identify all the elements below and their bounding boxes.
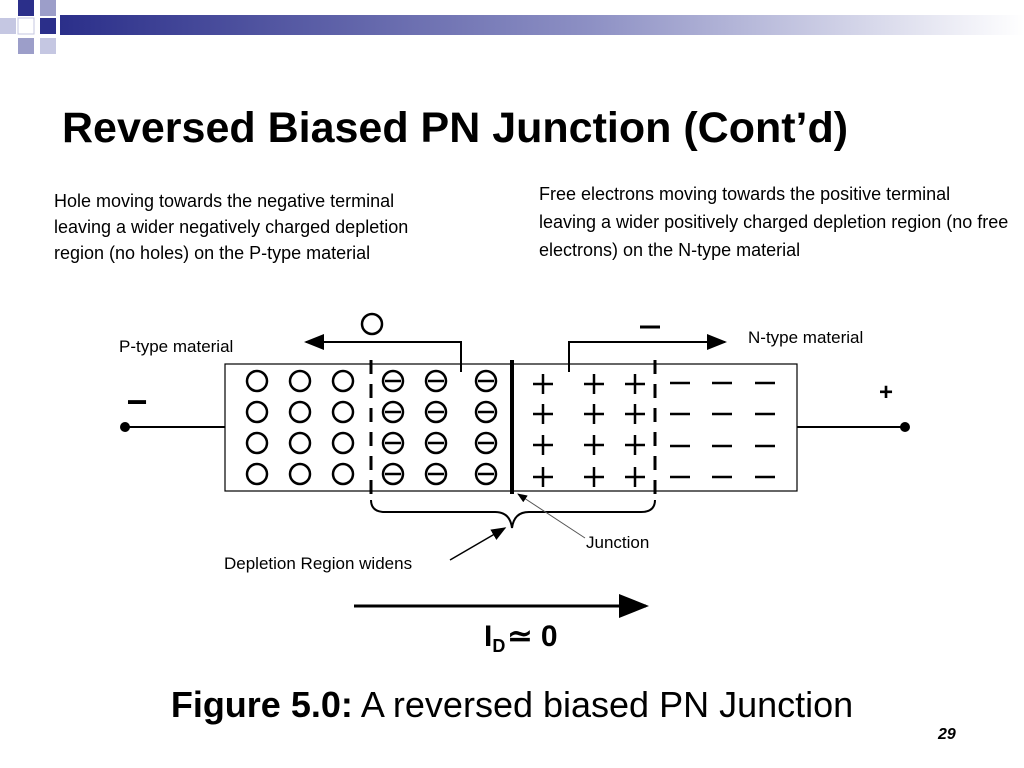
negative-ion — [381, 462, 405, 486]
hole — [288, 400, 312, 424]
negative-ion — [474, 369, 498, 393]
hole-symbol — [360, 312, 384, 336]
negative-ion — [424, 400, 448, 424]
hole — [288, 462, 312, 486]
electrons-group — [670, 381, 775, 479]
positive-ion — [625, 374, 645, 394]
negative-ion — [424, 462, 448, 486]
current-label: ID≃ 0 — [484, 620, 558, 656]
positive-ion — [533, 435, 553, 455]
positive-ion — [625, 435, 645, 455]
positive-ion — [584, 404, 604, 424]
header-square — [40, 38, 56, 54]
header-square — [18, 38, 34, 54]
positive-terminal-sign: + — [879, 379, 893, 406]
header-square — [17, 17, 35, 35]
positive-ion — [584, 435, 604, 455]
positive-ion — [584, 374, 604, 394]
hole-movement-note: Hole moving towards the negative termina… — [54, 191, 409, 263]
figure-caption: Figure 5.0: A reversed biased PN Junctio… — [0, 684, 1024, 726]
header-gradient-bar — [60, 15, 1024, 35]
hole — [288, 431, 312, 455]
header-square — [40, 18, 56, 34]
figure-caption-text: A reversed biased PN Junction — [352, 684, 854, 725]
n-type-label: N-type material — [748, 328, 864, 347]
negative-ion — [381, 431, 405, 455]
p-type-label: P-type material — [119, 337, 234, 356]
negative-ion — [474, 462, 498, 486]
junction-pointer-arrow — [517, 493, 586, 539]
header-square — [0, 18, 16, 34]
depletion-region-label: Depletion Region widens — [224, 554, 413, 573]
depletion-region-brace — [370, 499, 656, 529]
hole — [245, 431, 269, 455]
electron-movement-note: Free electrons moving towards the positi… — [539, 184, 1009, 260]
electron-movement-arrow — [568, 334, 727, 372]
hole-movement-arrow — [304, 334, 462, 372]
negative-terminal-sign: − — [126, 381, 147, 422]
depletion-pointer-arrow — [449, 527, 507, 561]
slide-title: Reversed Biased PN Junction (Cont’d) — [62, 104, 849, 152]
header-square — [40, 0, 56, 16]
right-terminal-dot — [900, 422, 910, 432]
hole — [331, 462, 355, 486]
negative-ion — [474, 400, 498, 424]
negative-ion — [381, 369, 405, 393]
header-decoration — [0, 0, 1024, 54]
page-number: 29 — [938, 726, 956, 743]
positive-ions-group — [533, 374, 645, 487]
negative-ion — [474, 431, 498, 455]
hole — [331, 431, 355, 455]
negative-ions-group — [381, 369, 498, 486]
positive-ion — [533, 467, 553, 487]
positive-ion — [533, 374, 553, 394]
hole — [245, 462, 269, 486]
positive-ion — [533, 404, 553, 424]
negative-ion — [424, 431, 448, 455]
figure-caption-prefix: Figure 5.0: — [170, 684, 353, 725]
header-square — [18, 0, 34, 16]
positive-ion — [584, 467, 604, 487]
holes-group — [245, 369, 355, 486]
negative-ion — [424, 369, 448, 393]
hole — [331, 400, 355, 424]
positive-ion — [625, 404, 645, 424]
negative-ion — [381, 400, 405, 424]
hole — [245, 400, 269, 424]
hole — [331, 369, 355, 393]
left-terminal-dot — [120, 422, 130, 432]
positive-ion — [625, 467, 645, 487]
hole — [288, 369, 312, 393]
junction-label: Junction — [586, 533, 650, 552]
hole — [245, 369, 269, 393]
